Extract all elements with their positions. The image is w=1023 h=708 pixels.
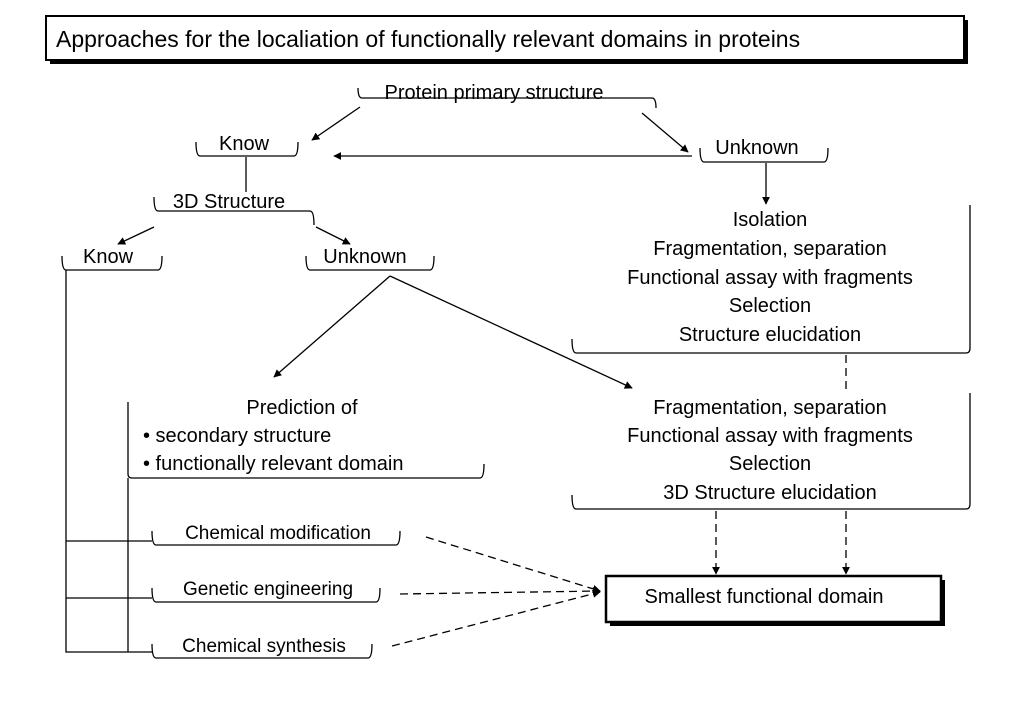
solid-arrows [117, 106, 770, 389]
arrow-unknown-to-prediction [273, 275, 391, 378]
prediction-bullet-1: • secondary structure [143, 425, 331, 447]
unknown-top-label: Unknown [715, 137, 798, 159]
prediction-heading: Prediction of [246, 397, 358, 419]
arrow-unknown-to-fragmentation [389, 275, 633, 389]
title-box: Approaches for the localiation of functi… [45, 15, 968, 64]
know-top-label: Know [219, 133, 270, 155]
primary-structure-node: Protein primary structure [357, 82, 657, 109]
left-connectors [65, 270, 152, 653]
smallest-domain-node: Smallest functional domain [604, 574, 945, 626]
primary-structure-label: Protein primary structure [385, 82, 604, 104]
chemical-synthesis-node: Chemical synthesis [151, 636, 373, 659]
know-top-node: Know [195, 133, 299, 157]
prediction-node: Prediction of • secondary structure • fu… [127, 397, 485, 479]
know-left-node: Know [61, 246, 163, 271]
fragmentation-line-4: 3D Structure elucidation [663, 482, 876, 504]
dashed-arrow-chem-mod [425, 536, 601, 593]
fragmentation-line-2: Functional assay with fragments [627, 425, 913, 447]
prediction-bullet-2: • functionally relevant domain [143, 453, 403, 475]
smallest-domain-label: Smallest functional domain [644, 586, 883, 608]
fragmentation-node: Fragmentation, separation Functional ass… [571, 393, 971, 510]
dashed-arrow-genetic [399, 587, 601, 596]
arrow-primary-to-unknown [641, 112, 689, 153]
arrow-3d-to-unknown [315, 226, 351, 245]
isolation-line-2: Fragmentation, separation [653, 238, 886, 260]
isolation-line-3: Functional assay with fragments [627, 267, 913, 289]
know-left-label: Know [83, 246, 134, 268]
fragmentation-line-3: Selection [729, 453, 811, 475]
isolation-line-4: Selection [729, 295, 811, 317]
arrow-3d-to-know [117, 226, 155, 245]
unknown-mid-node: Unknown [305, 246, 435, 271]
chemical-modification-node: Chemical modification [151, 523, 401, 546]
isolation-line-5: Structure elucidation [679, 324, 861, 346]
isolation-node: Isolation Fragmentation, separation Func… [571, 205, 971, 354]
unknown-mid-label: Unknown [323, 246, 406, 268]
dashed-arrow-chem-syn [391, 589, 601, 647]
genetic-engineering-label: Genetic engineering [183, 579, 353, 600]
chemical-modification-label: Chemical modification [185, 523, 371, 544]
fragmentation-line-1: Fragmentation, separation [653, 397, 886, 419]
structure-3d-label: 3D Structure [173, 191, 285, 213]
structure-3d-node: 3D Structure [153, 157, 315, 226]
arrow-primary-to-know [311, 106, 361, 141]
diagram-title: Approaches for the localiation of functi… [56, 26, 800, 52]
dashed-arrows [391, 355, 850, 647]
isolation-line-1: Isolation [733, 209, 808, 231]
genetic-engineering-node: Genetic engineering [151, 579, 381, 603]
unknown-top-node: Unknown [699, 137, 829, 163]
chemical-synthesis-label: Chemical synthesis [182, 636, 346, 657]
